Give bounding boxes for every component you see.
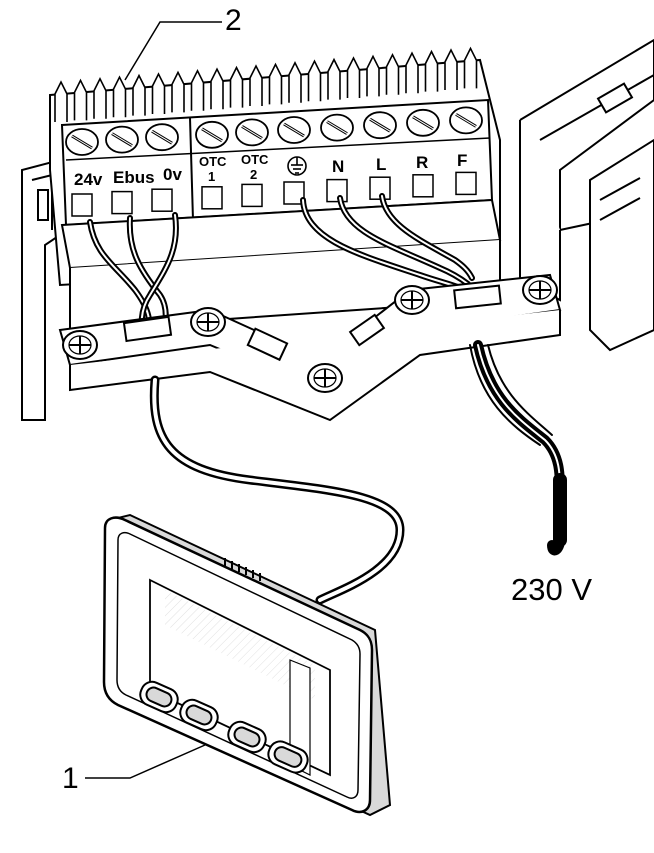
comb-tooth — [132, 73, 146, 116]
mains-cable — [469, 340, 567, 556]
thermostat-cable — [149, 375, 405, 605]
terminal-labels: 24v Ebus 0v OTC 1 OTC 2 N L R F — [74, 151, 467, 189]
screw-icon — [449, 106, 483, 135]
wire-slot — [455, 171, 477, 196]
boiler-housing-right — [519, 38, 654, 352]
wire-slot — [326, 178, 348, 203]
terminal-screw-row — [65, 106, 483, 156]
comb-tooth — [93, 77, 107, 119]
comb-tooth — [327, 57, 341, 100]
comb-tooth — [210, 67, 224, 110]
screw-icon — [406, 108, 440, 137]
terminal-label-ebus: Ebus — [113, 168, 155, 187]
screw-icon — [277, 116, 311, 144]
terminal-label-l: L — [376, 155, 386, 174]
comb-tooth — [190, 69, 205, 111]
comb-tooth — [366, 54, 380, 97]
terminal-wire-slots — [71, 171, 477, 217]
screw-icon — [105, 125, 139, 154]
terminal-label-f: F — [457, 151, 467, 170]
screw-icon — [307, 363, 343, 393]
screw-icon — [320, 113, 354, 142]
leader-line-2 — [124, 21, 222, 81]
comb-tooth — [171, 70, 185, 113]
cable-clamp-bar — [58, 273, 562, 422]
wire-slot — [241, 183, 263, 208]
wire-slot — [71, 193, 93, 217]
screw-icon — [62, 330, 98, 360]
left-bracket — [21, 158, 61, 421]
wire-slot — [201, 186, 223, 210]
terminal-label-otc2-bottom: 2 — [250, 167, 257, 182]
screw-icon — [190, 307, 226, 337]
comb-tooth — [268, 62, 283, 105]
screw-icon — [145, 123, 179, 152]
wire-slot — [151, 188, 173, 212]
comb-tooth — [405, 51, 419, 94]
comb-tooth — [112, 75, 127, 118]
screw-icon — [394, 285, 430, 315]
screw-icon — [195, 120, 229, 149]
terminal-label-0v: 0v — [163, 165, 182, 184]
comb-tooth — [444, 48, 458, 90]
comb-tooth — [73, 78, 88, 121]
comb-tooth — [229, 65, 244, 108]
wire-slot — [283, 181, 305, 205]
vent-slits — [224, 558, 261, 581]
wire-slot — [111, 190, 133, 215]
earth-ground-icon — [287, 156, 307, 176]
terminal-comb — [54, 46, 478, 122]
wire-slot — [412, 174, 434, 198]
terminal-label-otc2-top: OTC — [241, 152, 269, 167]
comb-tooth — [346, 56, 361, 98]
screw-icon — [235, 118, 269, 147]
screw-icon — [363, 111, 397, 140]
terminal-label-n: N — [332, 157, 344, 176]
mains-wires — [300, 193, 475, 293]
mains-voltage-label: 230 V — [511, 572, 593, 607]
comb-tooth — [288, 61, 302, 103]
comb-tooth — [424, 49, 439, 92]
terminal-label-otc1-top: OTC — [199, 154, 227, 169]
terminal-label-r: R — [416, 153, 428, 172]
room-thermostat — [102, 513, 392, 817]
screw-icon — [65, 128, 99, 156]
comb-tooth — [307, 59, 322, 102]
comb-tooth — [54, 80, 68, 122]
thermostat-buttons — [139, 680, 309, 774]
terminal-label-otc1-bottom: 1 — [208, 169, 215, 184]
callout-thermostat: 1 — [62, 762, 79, 795]
leader-lines — [85, 21, 222, 779]
comb-tooth — [249, 64, 263, 106]
terminal-label-24v: 24v — [74, 170, 103, 189]
leader-line-1 — [85, 744, 206, 779]
screw-icon — [522, 275, 558, 305]
callout-terminal-block: 2 — [225, 4, 242, 37]
comb-tooth — [385, 53, 400, 95]
comb-tooth — [151, 72, 166, 114]
comb-tooth — [463, 46, 478, 89]
